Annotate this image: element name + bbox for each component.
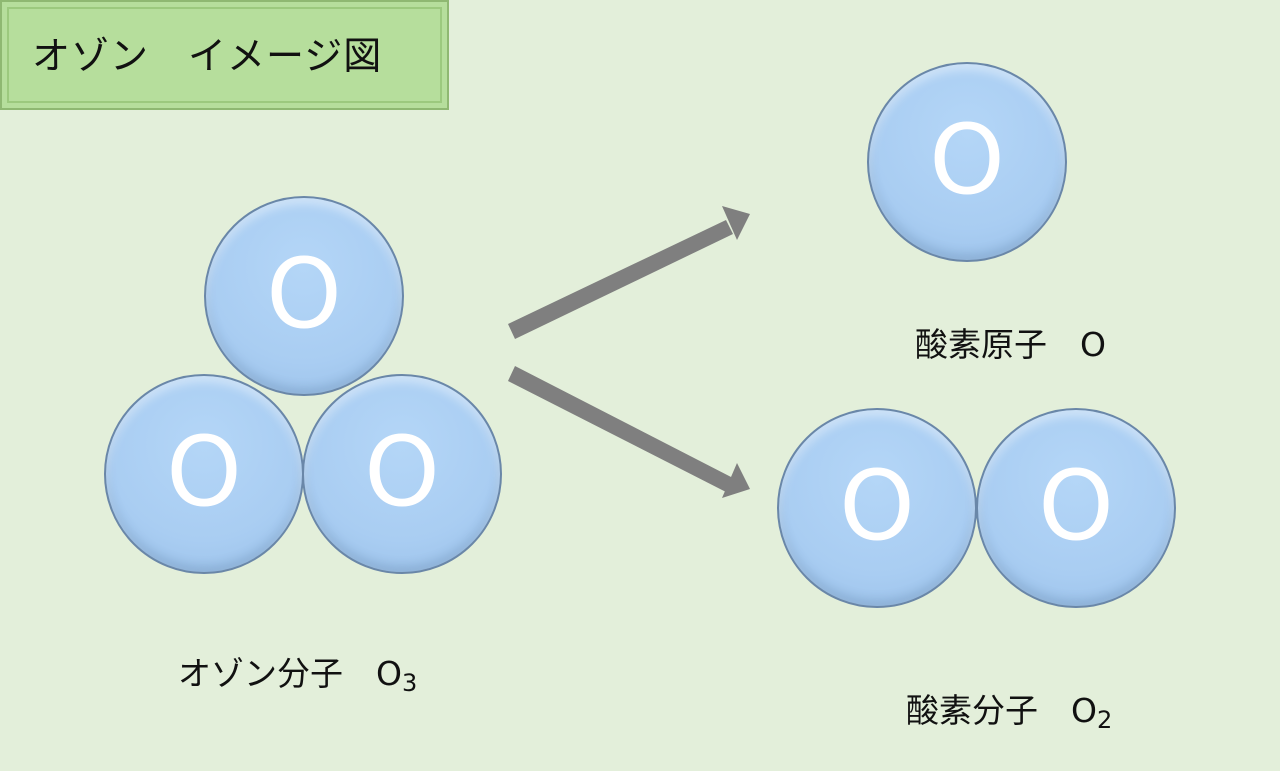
atom-symbol: O	[839, 450, 915, 562]
title-box: オゾン イメージ図	[0, 0, 449, 110]
oxygen-molecule-atom-left: O	[777, 408, 977, 608]
atom-symbol: O	[266, 238, 342, 350]
ozone-atom-right: O	[302, 374, 502, 574]
oxygen-molecule-label: 酸素分子 O	[905, 691, 1097, 730]
atom-symbol: O	[1038, 450, 1114, 562]
oxygen-atom-caption: 酸素原子 O	[873, 285, 1106, 405]
arrow-to-oxygen-molecule	[508, 366, 750, 498]
oxygen-molecule-subscript: 2	[1096, 706, 1113, 734]
page-title: オゾン イメージ図	[32, 34, 383, 78]
slide: オゾン イメージ図 O O O オゾン分子 O3 O 酸素原子 O	[0, 0, 1176, 732]
atom-symbol: O	[166, 416, 242, 528]
oxygen-molecule-atom-right: O	[976, 408, 1176, 608]
atom-symbol: O	[364, 416, 440, 528]
oxygen-molecule-caption: 酸素分子 O2	[864, 651, 1112, 771]
ozone-label: オゾン分子 O	[177, 654, 402, 693]
oxygen-atom: O	[867, 62, 1067, 262]
ozone-atom-top: O	[204, 196, 404, 396]
arrow-to-oxygen-atom	[508, 206, 750, 339]
atom-symbol: O	[929, 104, 1005, 216]
oxygen-atom-label: 酸素原子 O	[914, 325, 1106, 364]
ozone-atom-left: O	[104, 374, 304, 574]
ozone-caption: オゾン分子 O3	[136, 614, 417, 734]
ozone-subscript: 3	[401, 669, 418, 697]
